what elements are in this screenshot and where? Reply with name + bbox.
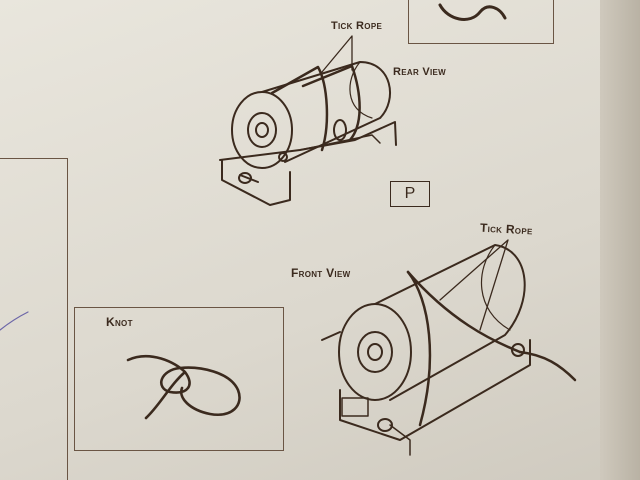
front-view-label: Front View bbox=[291, 266, 351, 280]
p-marker-label: P bbox=[404, 185, 416, 202]
rear-view-label: Rear View bbox=[393, 66, 447, 78]
top-knot-box bbox=[408, 0, 554, 44]
tick-rope-pointer-right bbox=[439, 239, 509, 331]
rear-view-winch bbox=[219, 61, 397, 206]
tick-rope-pointer-top bbox=[321, 35, 353, 73]
page-edge bbox=[600, 0, 640, 480]
knot-label: Knot bbox=[106, 315, 133, 329]
tick-rope-label-top: Tick Rope bbox=[331, 20, 383, 32]
top-knot-drawing bbox=[438, 3, 507, 21]
stray-mark bbox=[0, 311, 29, 331]
p-marker-box: P bbox=[390, 181, 430, 207]
front-view-winch bbox=[321, 244, 577, 456]
knot-box bbox=[74, 307, 284, 451]
knot-drawing bbox=[126, 355, 241, 420]
left-panel-box bbox=[0, 158, 68, 480]
